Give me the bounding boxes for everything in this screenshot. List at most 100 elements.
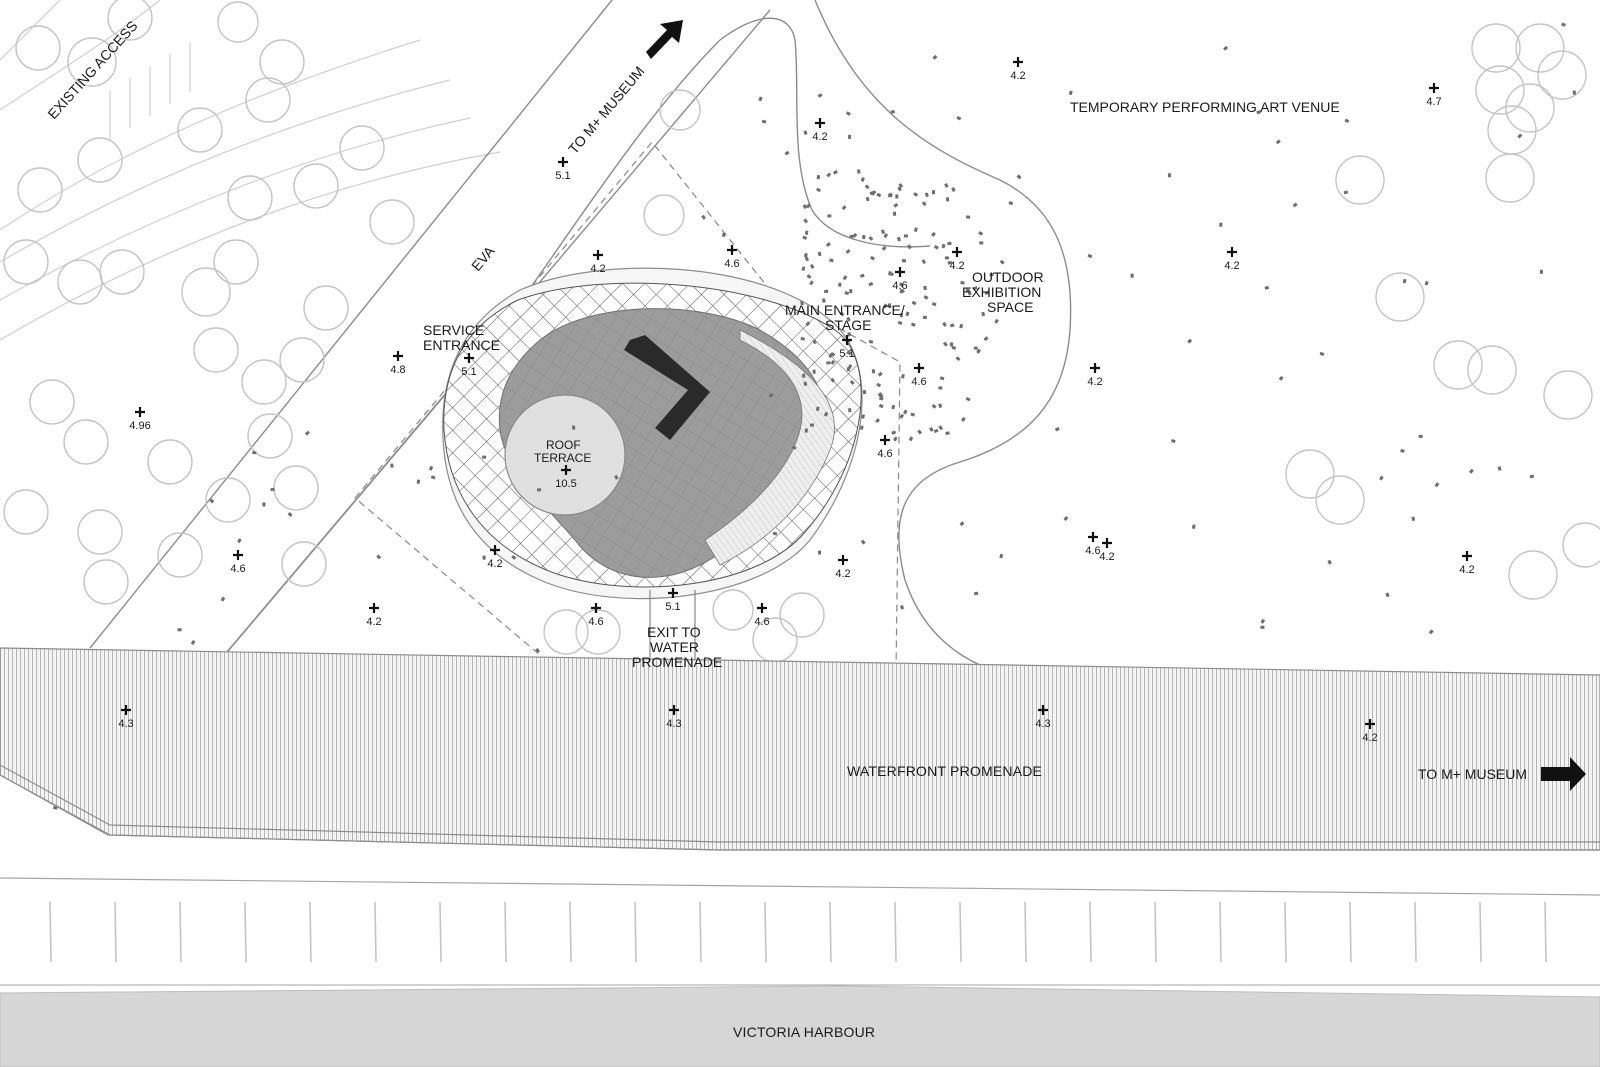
person-figure-icon: [1087, 253, 1093, 259]
person-figure-icon: [768, 393, 774, 398]
person-figure-icon: [899, 288, 904, 294]
person-figure-icon: [887, 303, 892, 308]
person-figure-icon: [830, 359, 836, 365]
person-figure-icon: [949, 342, 954, 347]
person-figure-icon: [804, 230, 809, 235]
person-figure-icon: [893, 436, 898, 442]
person-figure-icon: [899, 313, 903, 318]
person-figure-icon: [805, 203, 811, 209]
tree-canopy-icon: [293, 163, 339, 209]
tree-canopy-icon: [643, 194, 685, 236]
spot-level-cross-icon: [393, 351, 403, 361]
person-figure-icon: [931, 231, 936, 237]
person-figure-icon: [903, 409, 908, 415]
spot-level-cross-icon: [233, 550, 243, 560]
spot-level-value: 4.3: [666, 718, 681, 730]
person-figure-icon: [1219, 222, 1223, 227]
tree-canopy-icon: [217, 1, 259, 43]
person-figure-icon: [878, 396, 884, 401]
tree-canopy-icon: [213, 239, 259, 285]
tree-canopy-icon: [77, 509, 123, 555]
person-figure-icon: [868, 282, 874, 287]
person-figure-icon: [511, 554, 517, 560]
spot-level-marker: 4.2: [590, 250, 606, 275]
person-figure-icon: [965, 215, 971, 219]
spot-level-value: 4.96: [129, 420, 150, 432]
tree-canopy-icon: [712, 589, 754, 631]
person-figure-icon: [999, 553, 1004, 559]
person-figure-icon: [827, 214, 832, 218]
spot-level-value: 4.2: [1224, 260, 1239, 272]
person-figure-icon: [1260, 618, 1266, 624]
person-figure-icon: [1016, 174, 1022, 180]
spot-level-value: 4.2: [1362, 732, 1377, 744]
spot-level-value: 4.6: [230, 563, 245, 575]
spot-level-value: 4.2: [1010, 70, 1025, 82]
person-figure-icon: [1054, 427, 1060, 432]
spot-level-marker: 5.1: [839, 335, 855, 360]
pier-post: [1349, 901, 1352, 963]
person-figure-icon: [865, 196, 870, 202]
pier-post: [439, 901, 442, 963]
person-figure-icon: [830, 377, 835, 383]
person-figure-icon: [880, 229, 886, 235]
spot-level-value: 4.6: [754, 616, 769, 628]
person-figure-icon: [931, 190, 936, 195]
person-figure-icon: [614, 474, 619, 480]
person-figure-icon: [965, 396, 971, 402]
spot-level-value: 4.2: [366, 616, 381, 628]
person-figure-icon: [862, 389, 867, 395]
tree-canopy-icon: [543, 609, 589, 655]
person-figure-icon: [877, 371, 883, 377]
spot-level-cross-icon: [757, 603, 767, 613]
label-service-entrance-2: ENTRANCE: [423, 337, 500, 353]
person-figure-icon: [959, 521, 965, 527]
person-figure-icon: [1187, 338, 1193, 344]
person-figure-icon: [839, 311, 845, 317]
spot-level-value: 4.2: [812, 131, 827, 143]
spot-level-marker: 4.2: [1099, 538, 1115, 563]
tree-canopy-icon: [303, 285, 349, 331]
person-figure-icon: [845, 249, 851, 254]
spot-level-value: 10.5: [555, 478, 576, 490]
pier-post: [49, 901, 52, 963]
spot-level-value: 5.1: [839, 348, 854, 360]
person-figure-icon: [847, 364, 853, 369]
tree-canopy-icon: [1315, 475, 1365, 525]
person-figure-icon: [868, 339, 874, 344]
person-figure-icon: [190, 639, 196, 645]
pier-post: [1544, 901, 1547, 963]
pier-post: [699, 901, 702, 963]
person-figure-icon: [921, 201, 927, 207]
person-figure-icon: [801, 266, 806, 271]
spot-level-marker: 4.2: [1087, 363, 1103, 388]
label-exit-promenade-1: EXIT TO: [647, 624, 701, 640]
person-figure-icon: [923, 285, 927, 291]
tree-canopy-icon: [17, 167, 63, 213]
person-figure-icon: [848, 408, 852, 413]
person-figure-icon: [803, 252, 808, 258]
person-figure-icon: [1497, 466, 1502, 471]
person-figure-icon: [1292, 202, 1298, 208]
person-figure-icon: [482, 555, 486, 560]
pier-post: [959, 901, 962, 963]
person-figure-icon: [938, 386, 943, 390]
tree-canopy-icon: [147, 439, 193, 485]
person-figure-icon: [941, 243, 946, 249]
spot-level-marker: 5.1: [665, 588, 681, 613]
spot-level-value: 4.6: [724, 258, 739, 270]
tree-canopy-icon: [1537, 50, 1587, 100]
person-figure-icon: [882, 303, 888, 309]
person-figure-icon: [892, 211, 897, 216]
person-figure-icon: [177, 628, 182, 632]
label-service-entrance-1: SERVICE: [423, 322, 484, 338]
person-figure-icon: [803, 218, 809, 224]
spot-level-cross-icon: [121, 705, 131, 715]
person-figure-icon: [901, 374, 905, 379]
arrow-to-museum-right-icon: [1541, 757, 1586, 791]
spot-level-cross-icon: [591, 603, 601, 613]
tree-canopy-icon: [575, 609, 621, 655]
spot-level-value: 4.2: [949, 260, 964, 272]
spot-level-marker: 4.6: [892, 267, 908, 292]
spot-level-marker: 10.5: [555, 465, 577, 490]
